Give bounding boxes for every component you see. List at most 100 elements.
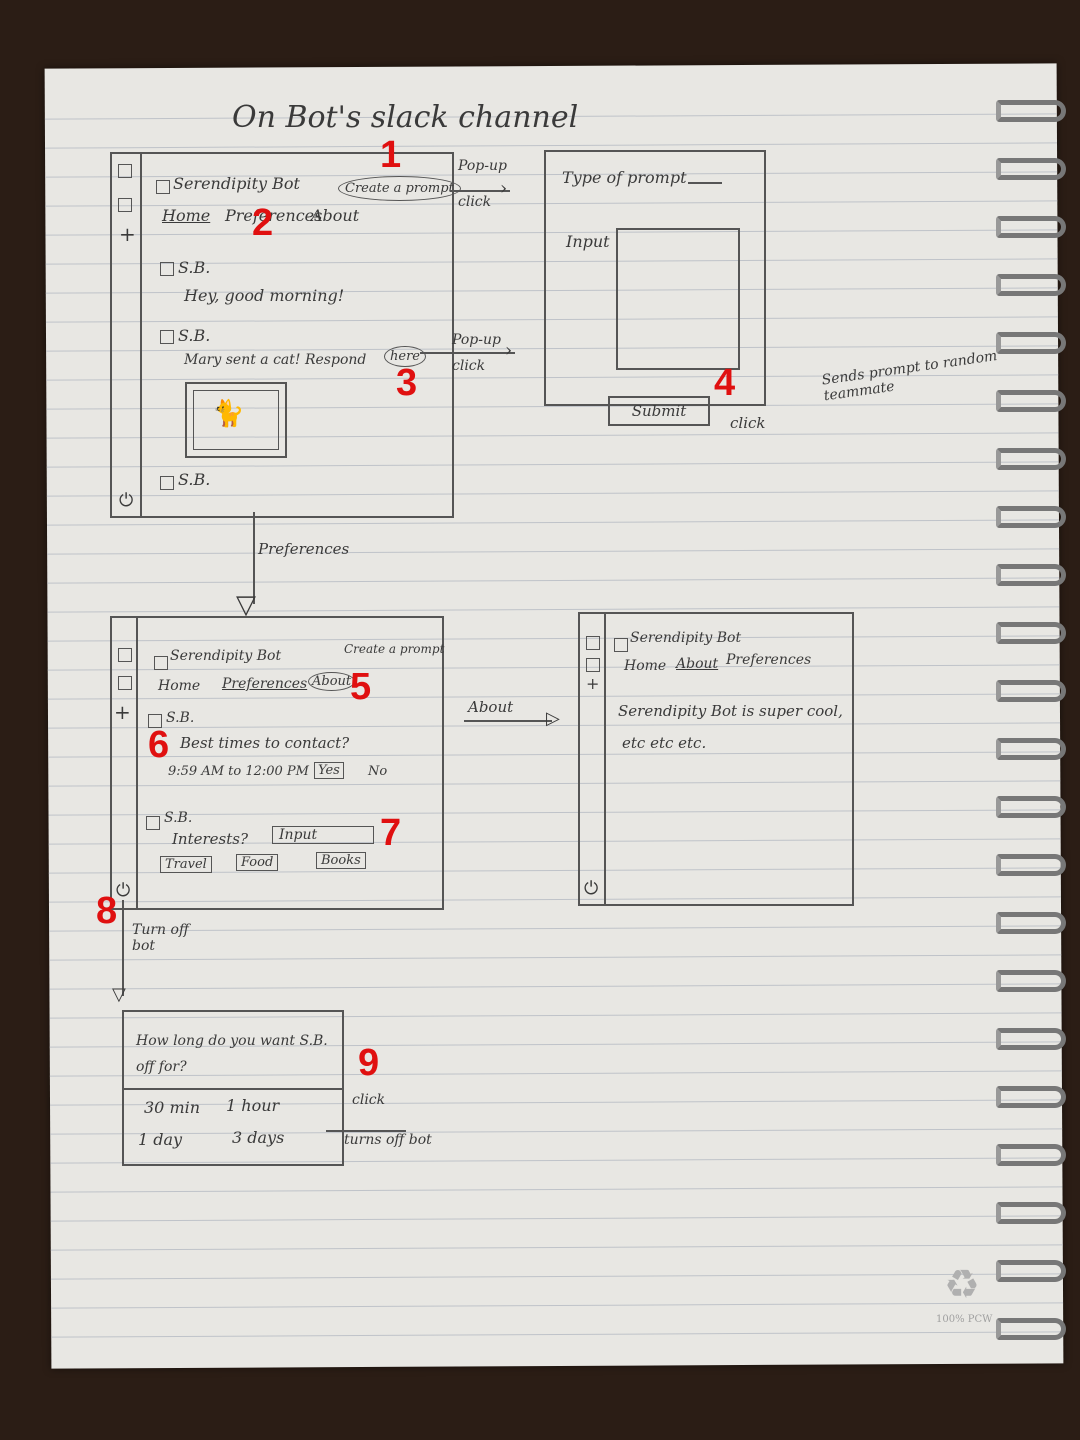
spiral-ring (996, 854, 1066, 876)
sidebar-add-icon[interactable]: + (119, 222, 136, 246)
tab-home[interactable]: Home (624, 658, 667, 674)
page-title: On Bot's slack channel (232, 100, 579, 135)
time-range-picker[interactable]: 9:59 AM to 12:00 PM (168, 764, 309, 779)
annotation-number: 4 (714, 362, 736, 404)
tab-about[interactable]: About (311, 206, 360, 225)
ruled-line (51, 1302, 1064, 1309)
tag-food[interactable]: Food (236, 854, 279, 871)
yes-button[interactable]: Yes (314, 762, 344, 779)
annotation-number: 8 (96, 890, 118, 932)
spiral-ring (996, 100, 1066, 122)
sidebar-add-icon[interactable]: + (586, 674, 600, 693)
spiral-ring (996, 622, 1066, 644)
tab-preferences[interactable]: Preferences (726, 652, 812, 668)
annotation-number: 5 (350, 666, 372, 708)
cat-drawing: 🐈 (193, 390, 279, 450)
bot-name: Serendipity Bot (170, 648, 282, 664)
spiral-ring (996, 448, 1066, 470)
prompt-input-field[interactable] (616, 228, 740, 370)
spiral-ring (996, 1028, 1066, 1050)
ruled-line (47, 577, 1060, 584)
power-icon[interactable]: ⏻ (584, 878, 599, 899)
spiral-ring (996, 912, 1066, 934)
arrow-head-icon: › (505, 340, 513, 361)
option-3-days[interactable]: 3 days (232, 1128, 285, 1147)
option-1-hour[interactable]: 1 hour (226, 1096, 280, 1115)
cat-icon: 🐈 (212, 399, 245, 429)
option-30-min[interactable]: 30 min (144, 1098, 201, 1117)
prompt-popup (544, 150, 766, 406)
turns-off-label: turns off bot (344, 1132, 432, 1148)
sidebar-workspace-icon[interactable] (118, 648, 132, 662)
spiral-ring (996, 970, 1066, 992)
submit-button[interactable]: Submit (608, 396, 710, 426)
tag-books[interactable]: Books (316, 852, 366, 869)
arrow-head-icon: ▷ (546, 708, 560, 729)
ruled-line (46, 519, 1059, 526)
ruled-line (50, 1186, 1063, 1193)
annotation-number: 6 (148, 724, 170, 766)
sidebar-workspace-icon[interactable] (586, 658, 600, 672)
arrow-to-about (464, 720, 552, 722)
tab-home[interactable]: Home (158, 678, 201, 694)
popup-label: Pop-up (458, 158, 507, 174)
click-label: click (352, 1092, 386, 1108)
about-text: Serendipity Bot is super cool, (618, 702, 843, 720)
create-prompt-button[interactable]: Create a prompt (338, 176, 461, 201)
sidebar-workspace-icon[interactable] (586, 636, 600, 650)
slack-screen-home (110, 152, 454, 518)
option-1-day[interactable]: 1 day (138, 1130, 183, 1149)
prompt-type-label: Type of prompt (562, 168, 687, 187)
tag-travel[interactable]: Travel (160, 856, 212, 873)
tab-about[interactable]: About (308, 672, 356, 691)
spiral-ring (996, 1260, 1066, 1282)
spiral-ring (996, 1144, 1066, 1166)
sidebar-workspace-icon[interactable] (118, 164, 132, 178)
tab-preferences[interactable]: Preferences (222, 676, 308, 692)
spiral-ring (996, 390, 1066, 412)
ruled-lines (44, 63, 1064, 1338)
message-text: Mary sent a cat! Respond (184, 352, 367, 368)
prompt-type-dropdown[interactable] (688, 182, 722, 184)
annotation-number: 2 (252, 202, 274, 244)
spiral-ring (996, 1202, 1066, 1224)
sidebar-divider (140, 152, 142, 516)
message-avatar (160, 262, 174, 276)
bot-avatar (156, 180, 170, 194)
message-avatar (148, 714, 162, 728)
arrow-to-dialog (122, 900, 124, 996)
spiral-ring (996, 1086, 1066, 1108)
tab-home[interactable]: Home (162, 206, 211, 225)
bot-avatar (614, 638, 628, 652)
ruled-line (51, 1331, 1064, 1338)
interests-input[interactable]: Input (272, 826, 374, 844)
tab-preferences[interactable]: Preferences (225, 206, 323, 225)
sidebar-workspace-icon[interactable] (118, 198, 132, 212)
click-label: click (458, 194, 492, 210)
arrow-click (326, 1130, 406, 1132)
message-author: S.B. (166, 710, 195, 726)
ruled-line (50, 1273, 1063, 1280)
paper-footer: 100% PCW (936, 1314, 993, 1325)
power-icon[interactable]: ⏻ (119, 490, 134, 511)
dialog-divider (124, 1088, 342, 1090)
no-button[interactable]: No (368, 764, 388, 779)
arrow-head-icon: ▽ (236, 590, 256, 620)
recycle-icon: ♻ (944, 1262, 980, 1308)
message-author: S.B. (178, 258, 211, 277)
arrow-to-popup (420, 352, 515, 354)
prompt-input-label: Input (566, 232, 610, 251)
tab-about[interactable]: About (676, 656, 719, 672)
about-text: etc etc etc. (622, 734, 707, 752)
sidebar-add-icon[interactable]: + (114, 700, 131, 724)
click-label: click (730, 414, 766, 432)
question-text: Best times to contact? (180, 734, 350, 752)
spiral-ring (996, 506, 1066, 528)
power-icon[interactable]: ⏻ (116, 880, 131, 901)
ruled-line (50, 1244, 1063, 1251)
bot-name: Serendipity Bot (173, 174, 300, 193)
respond-here-button[interactable]: here (384, 346, 426, 367)
sidebar-workspace-icon[interactable] (118, 676, 132, 690)
create-prompt-button[interactable]: Create a prompt (344, 642, 445, 656)
cat-image: 🐈 (185, 382, 287, 458)
